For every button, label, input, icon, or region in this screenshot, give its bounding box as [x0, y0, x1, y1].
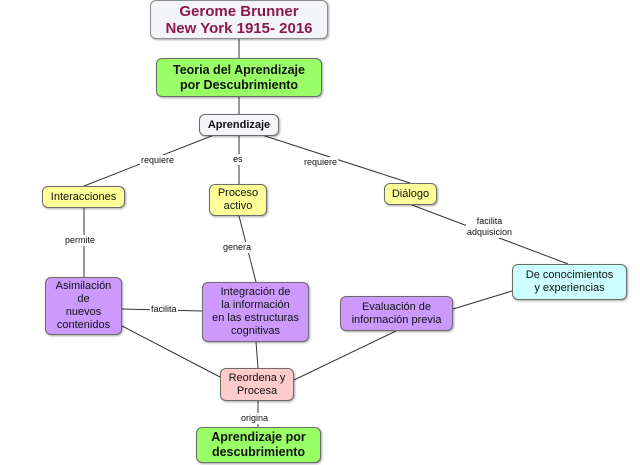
- aprendizaje-node: Aprendizaje: [199, 114, 279, 136]
- link-label-requiere-left: requiere: [140, 155, 176, 166]
- connector: [452, 290, 513, 310]
- link-label-origina: origina: [240, 413, 270, 424]
- interacciones-node: Interacciones: [42, 186, 125, 208]
- integracion-node: Integración de la información en las est…: [202, 282, 309, 342]
- link-label-permite: permite: [64, 235, 97, 246]
- dialogo-node: Diálogo: [384, 183, 437, 205]
- asimilacion-node: Asimilación de nuevos contenidos: [45, 277, 122, 335]
- link-label-requiere-right: requiere: [303, 157, 339, 168]
- reordena-node: Reordena y Procesa: [220, 368, 294, 401]
- connector: [121, 325, 221, 378]
- connector: [255, 341, 259, 369]
- teoria-node: Teoria del Aprendizaje por Descubrimient…: [156, 58, 322, 97]
- link-label-es: es: [232, 154, 244, 165]
- connector: [293, 330, 397, 381]
- link-label-facilita-adquisicion: facilita adquisicion: [466, 216, 514, 238]
- proceso-activo-node: Proceso activo: [209, 184, 267, 216]
- final-node: Aprendizaje por descubrimiento: [196, 427, 321, 463]
- link-label-genera: genera: [222, 242, 253, 253]
- conocimientos-node: De conocimientos y experiencias: [512, 264, 627, 300]
- link-label-facilita: facilita: [150, 304, 178, 315]
- title-node: Gerome Brunner New York 1915- 2016: [150, 0, 328, 39]
- evaluacion-node: Evaluación de información previa: [340, 296, 453, 331]
